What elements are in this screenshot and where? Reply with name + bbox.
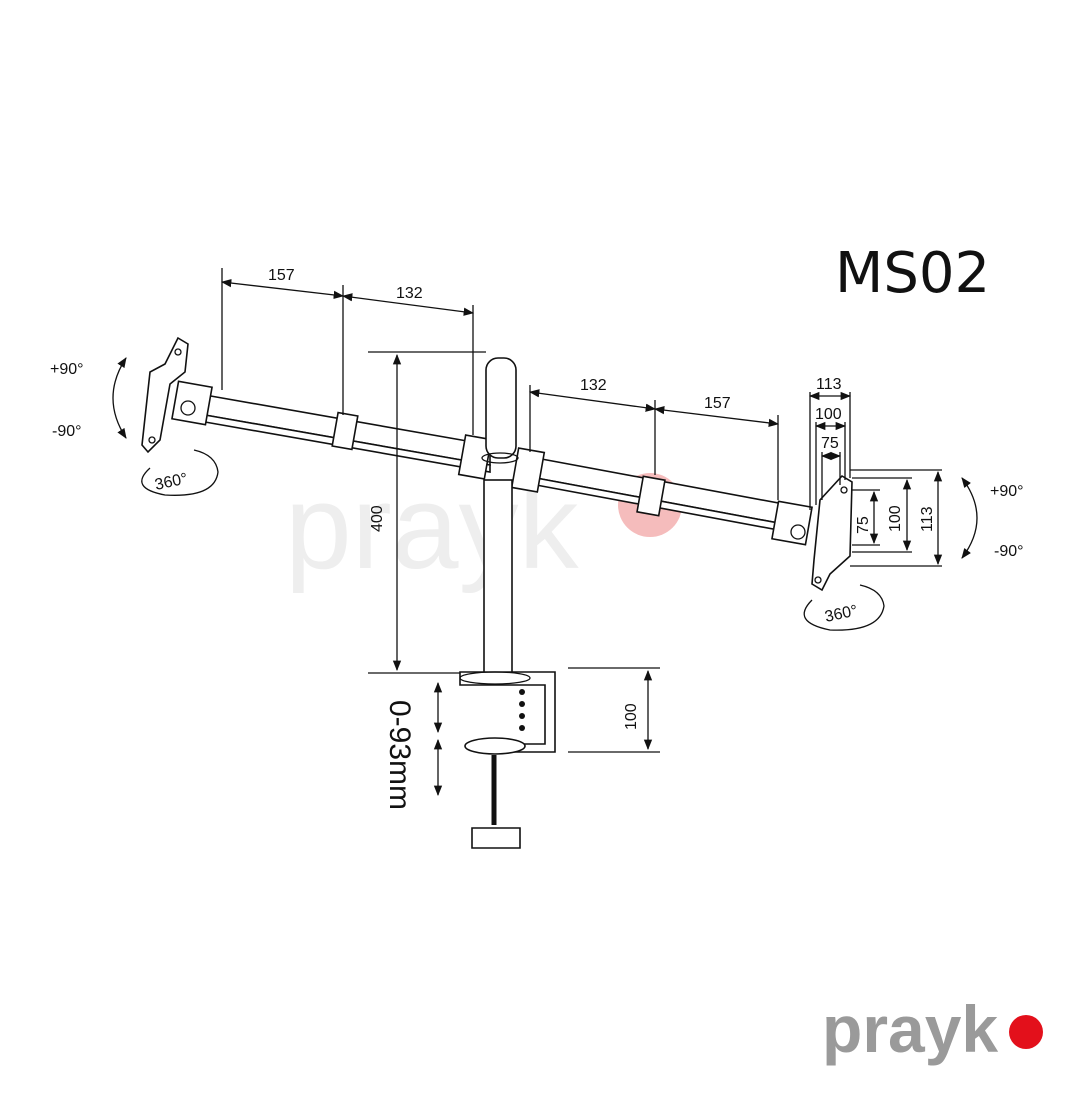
left-tilt-down-label: -90° [52, 423, 82, 440]
brand-logo-text: prayk [822, 992, 998, 1066]
left-vesa-plate [141, 336, 189, 454]
dimension-lines [112, 268, 978, 797]
dimension-labels: 157 132 132 157 400 100 0-93mm 113 100 7… [268, 267, 936, 810]
pole [481, 357, 519, 676]
dim-left-arm-inner: 132 [396, 285, 423, 302]
dim-vesa-v-100: 100 [887, 505, 904, 532]
dim-pole-height: 400 [369, 505, 386, 532]
left-swivel-label: 360° [153, 470, 189, 494]
dim-right-arm-inner: 132 [580, 377, 607, 394]
dim-clamp-height: 100 [623, 703, 640, 730]
right-swivel-label: 360° [823, 602, 859, 626]
dim-left-arm-outer: 157 [268, 267, 295, 284]
dim-vesa-h-113: 113 [816, 376, 842, 393]
dim-right-arm-outer: 157 [704, 395, 731, 412]
left-tilt-up-label: +90° [50, 361, 84, 378]
model-title: MS02 [835, 241, 990, 306]
desk-clamp [459, 671, 556, 849]
arm-assembly [171, 380, 813, 546]
dim-vesa-v-75: 75 [855, 516, 872, 534]
right-vesa-plate [811, 474, 853, 592]
brand-logo-dot [1009, 1015, 1043, 1049]
brand-logo: prayk [822, 992, 1043, 1066]
dim-clamp-range: 0-93mm [383, 700, 416, 810]
right-tilt-down-label: -90° [994, 543, 1024, 560]
rotation-labels: +90° -90° 360° +90° -90° 360° [50, 361, 1024, 626]
dim-vesa-h-75: 75 [821, 435, 839, 452]
right-tilt-up-label: +90° [990, 483, 1024, 500]
dim-vesa-h-100: 100 [815, 406, 842, 423]
dim-vesa-v-113: 113 [919, 506, 936, 532]
